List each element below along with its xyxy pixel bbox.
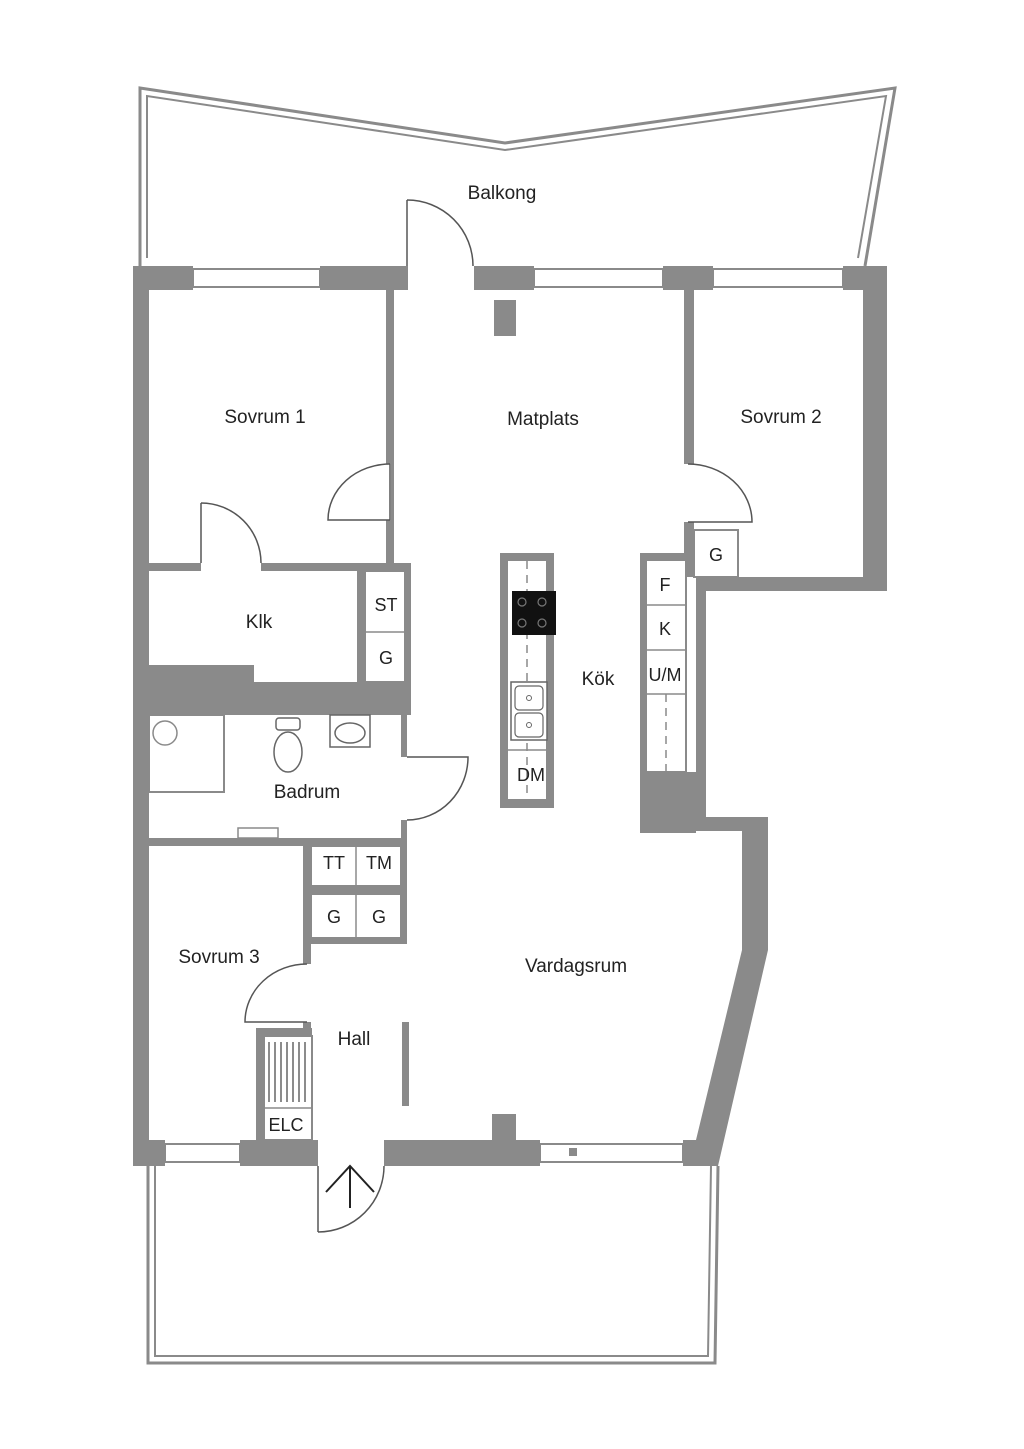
room-label-badrum: Badrum [274, 782, 341, 803]
fixture-label-dm: DM [517, 765, 545, 785]
bathroom-fixtures [148, 714, 371, 839]
room-label-vardagsrum: Vardagsrum [525, 956, 627, 977]
room-label-sovrum-3: Sovrum 3 [178, 947, 259, 968]
toilet-icon [273, 717, 303, 773]
fixture-label-f: F [660, 575, 671, 595]
column [494, 300, 516, 336]
room-label-klk: Klk [246, 612, 273, 633]
room-label-kok: Kök [582, 669, 615, 690]
bottom-balcony [146, 1165, 720, 1365]
room-label-sovrum-1: Sovrum 1 [224, 407, 305, 428]
fixture-label-um: U/M [649, 665, 682, 685]
radiator-icon [268, 1042, 306, 1102]
fixture-label-g-hall-2: G [372, 907, 386, 927]
room-label-hall: Hall [338, 1029, 371, 1050]
fixture-label-elc: ELC [268, 1115, 303, 1135]
fixture-label-st: ST [374, 595, 397, 615]
kitchen-right-counter [645, 559, 687, 773]
fixture-label-g-hall-1: G [327, 907, 341, 927]
fixture-label-g-sovrum2: G [709, 545, 723, 565]
fixture-label-k: K [659, 619, 671, 639]
washbasin-icon [329, 714, 371, 748]
room-label-matplats: Matplats [507, 409, 579, 430]
kitchen-island [508, 561, 556, 799]
stove-icon [512, 591, 556, 635]
entrance-arrow-icon [325, 1164, 375, 1208]
room-label-sovrum-2: Sovrum 2 [740, 407, 821, 428]
room-label-balkong: Balkong [468, 183, 537, 204]
fixture-label-tt: TT [323, 853, 345, 873]
doors [200, 199, 753, 1233]
exterior-walls [133, 266, 887, 1166]
shower-icon [148, 714, 225, 793]
closets [263, 529, 739, 1141]
top-balcony [138, 86, 897, 267]
fixture-label-tm: TM [366, 853, 392, 873]
sink-icon [510, 681, 548, 741]
fixture-label-g-klk: G [379, 648, 393, 668]
